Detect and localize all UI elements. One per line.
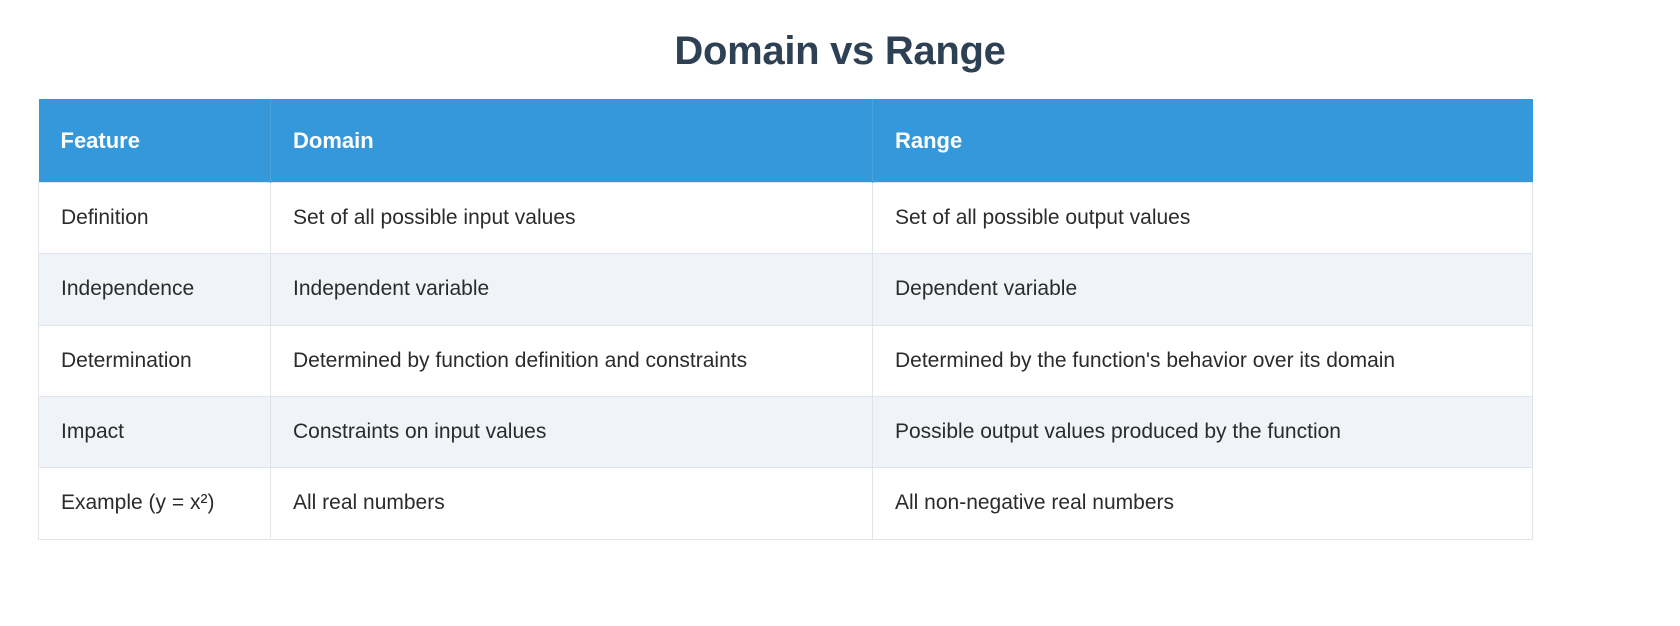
table-row: Impact Constraints on input values Possi… — [38, 396, 1533, 469]
domain-vs-range-table: Feature Domain Range Definition Set of a… — [38, 99, 1533, 540]
cell-domain: All real numbers — [270, 467, 873, 540]
cell-range: Possible output values produced by the f… — [872, 396, 1533, 469]
cell-domain: Set of all possible input values — [270, 181, 873, 255]
page-title: Domain vs Range — [674, 29, 1006, 73]
table-header: Feature Domain Range — [38, 99, 1533, 183]
table-header-row: Feature Domain Range — [38, 99, 1533, 183]
cell-range: All non-negative real numbers — [872, 467, 1533, 540]
column-header-domain: Domain — [270, 99, 873, 183]
table-row: Independence Independent variable Depend… — [38, 253, 1533, 326]
cell-feature: Impact — [38, 396, 271, 469]
cell-domain: Constraints on input values — [270, 396, 873, 469]
table-container: Feature Domain Range Definition Set of a… — [38, 99, 1533, 540]
cell-range: Set of all possible output values — [872, 181, 1533, 255]
table-row: Definition Set of all possible input val… — [38, 181, 1533, 255]
cell-range: Dependent variable — [872, 253, 1533, 326]
cell-feature: Example (y = x²) — [38, 467, 271, 540]
table-row: Determination Determined by function def… — [38, 324, 1533, 398]
cell-range: Determined by the function's behavior ov… — [872, 324, 1533, 398]
cell-feature: Definition — [38, 181, 271, 255]
cell-feature: Determination — [38, 324, 271, 398]
cell-domain: Determined by function definition and co… — [270, 324, 873, 398]
cell-feature: Independence — [38, 253, 271, 326]
column-header-range: Range — [872, 99, 1533, 183]
table-row: Example (y = x²) All real numbers All no… — [38, 467, 1533, 540]
table-body: Definition Set of all possible input val… — [38, 181, 1533, 540]
column-header-feature: Feature — [38, 99, 271, 183]
cell-domain: Independent variable — [270, 253, 873, 326]
